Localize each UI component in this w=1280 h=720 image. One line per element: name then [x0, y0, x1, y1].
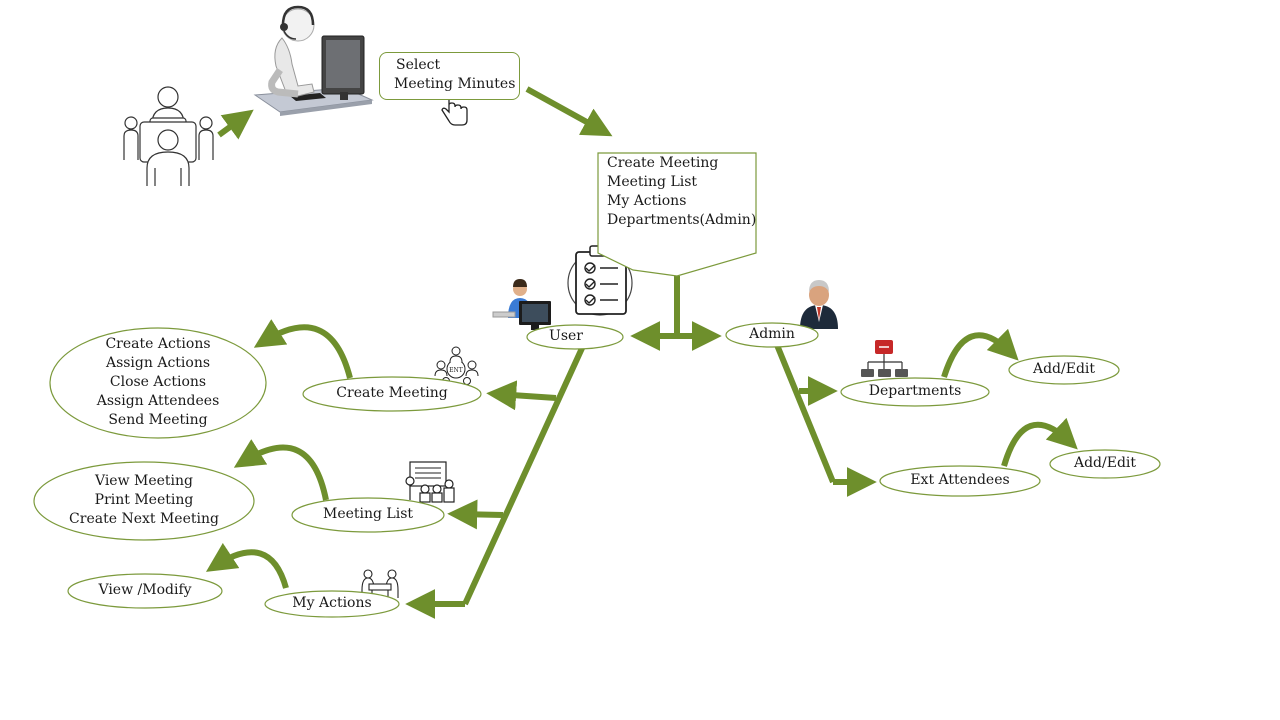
ext-attendees-label: Ext Attendees — [910, 472, 1010, 488]
computer-operator-icon — [253, 5, 374, 116]
svg-text:ENT: ENT — [449, 367, 463, 374]
create-meeting-node — [302, 376, 482, 412]
option-create-actions: Create Actions — [105, 336, 211, 352]
arrow-to-create-meeting — [486, 380, 557, 411]
option-create-next-meeting: Create Next Meeting — [69, 511, 219, 527]
meeting-list-label: Meeting List — [322, 506, 414, 522]
curve-create-meeting-options — [253, 319, 353, 379]
meeting-minutes-label: Meeting Minutes — [394, 76, 516, 92]
ext-attendees-add-edit-label: Add/Edit — [1073, 455, 1137, 471]
option-view-meeting: View Meeting — [94, 473, 194, 489]
create-meeting-options-node — [49, 327, 267, 439]
departments-add-edit-node — [1008, 355, 1120, 385]
option-send-meeting: Send Meeting — [108, 412, 208, 428]
departments-add-edit-label: Add/Edit — [1032, 361, 1096, 377]
arrow-room-to-operator — [217, 109, 254, 140]
desk-meeting-icon — [361, 569, 399, 598]
admin-node — [725, 322, 819, 348]
my-actions-label: My Actions — [292, 595, 372, 611]
option-close-actions: Close Actions — [109, 374, 207, 390]
create-meeting-options: Create Actions Assign Actions Close Acti… — [97, 335, 220, 430]
my-actions-node — [264, 590, 400, 618]
option-print-meeting: Print Meeting — [94, 492, 194, 508]
arrow-select-to-menu — [525, 86, 613, 137]
meeting-room-icon — [123, 86, 214, 186]
org-chart-icon — [861, 340, 908, 377]
admin-avatar-icon — [800, 280, 838, 329]
meeting-list-options: View Meeting Print Meeting Create Next M… — [69, 472, 219, 529]
select-meeting-minutes-box[interactable] — [379, 52, 520, 100]
option-view-modify: View /Modify — [98, 582, 192, 598]
ext-attendees-node — [879, 465, 1041, 497]
curve-departments-add — [941, 328, 1019, 378]
admin-label: Admin — [749, 326, 795, 342]
meeting-list-node — [291, 497, 445, 533]
admin-trunk — [774, 343, 836, 484]
create-meeting-label: Create Meeting — [336, 385, 448, 401]
arrow-to-meeting-list — [447, 499, 504, 530]
main-menu-list: Create Meeting Meeting List My Actions D… — [607, 154, 756, 230]
user-at-computer-icon — [492, 279, 551, 330]
team-meeting-icon: ENT — [434, 346, 479, 385]
user-node — [526, 324, 624, 350]
meeting-list-options-node — [33, 461, 255, 541]
departments-label: Departments — [868, 383, 962, 399]
curve-my-actions-options — [205, 542, 289, 589]
user-label: User — [549, 328, 583, 344]
menu-item-create-meeting[interactable]: Create Meeting — [607, 155, 719, 171]
ext-attendees-add-edit-node — [1049, 449, 1161, 479]
curve-meeting-list-options — [233, 439, 329, 501]
menu-item-departments-admin[interactable]: Departments(Admin) — [607, 212, 757, 228]
menu-item-my-actions[interactable]: My Actions — [607, 193, 687, 209]
option-assign-actions: Assign Actions — [105, 355, 211, 371]
select-label: Select — [396, 57, 441, 73]
menu-item-meeting-list[interactable]: Meeting List — [607, 174, 698, 190]
option-assign-attendees: Assign Attendees — [96, 393, 220, 409]
connector-arrows — [205, 86, 1078, 619]
departments-node — [840, 377, 990, 407]
presentation-icon — [405, 461, 455, 503]
my-actions-options-node — [67, 573, 223, 609]
curve-ext-attendees-add — [1001, 417, 1078, 467]
main-menu-callout — [597, 152, 757, 277]
user-trunk — [462, 344, 586, 606]
